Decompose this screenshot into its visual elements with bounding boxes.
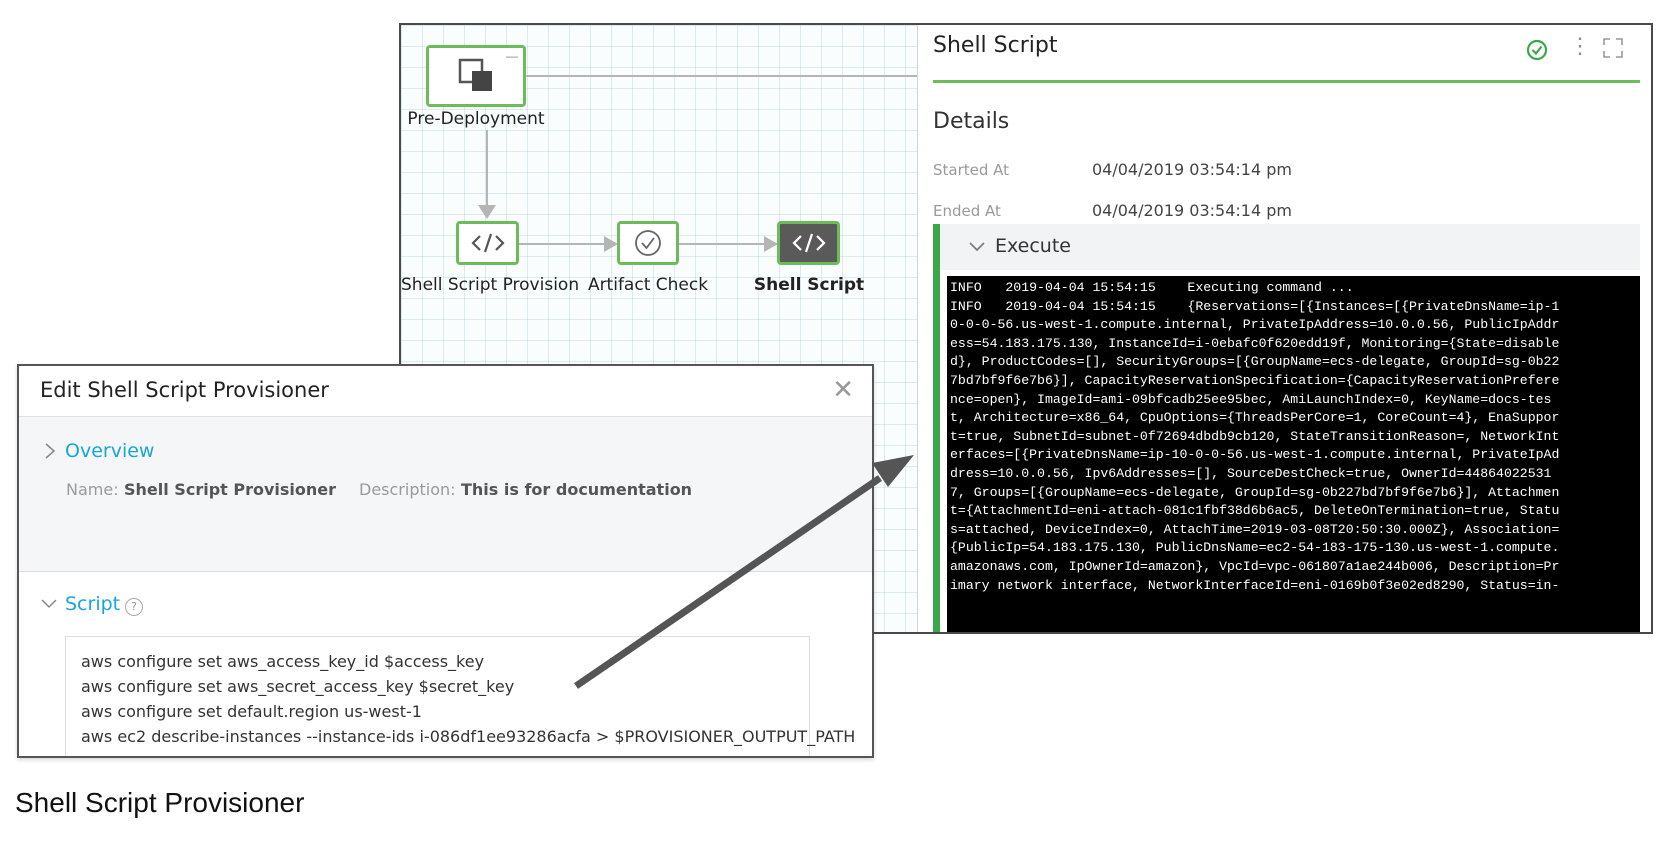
- script-section-link[interactable]: Script: [65, 593, 121, 615]
- dialog-title: Edit Shell Script Provisioner: [40, 378, 329, 402]
- details-heading: Details: [933, 109, 1010, 134]
- ended-value: 04/04/2019 03:54:14 pm: [1092, 201, 1292, 220]
- close-icon[interactable]: ✕: [832, 374, 854, 404]
- log-line: d}, ProductCodes=[], SecurityGroups=[{Gr…: [950, 354, 1560, 370]
- dialog-header: Edit Shell Script Provisioner ✕: [19, 366, 872, 417]
- pipeline-node-artifact-check[interactable]: [617, 221, 679, 265]
- started-value: 04/04/2019 03:54:14 pm: [1092, 160, 1292, 179]
- log-line: amazonaws.com, IpOwnerId=amazon}, VpcId=…: [950, 558, 1560, 574]
- chevron-down-icon[interactable]: [40, 597, 58, 611]
- pipeline-node-pre-deployment[interactable]: —: [426, 45, 526, 107]
- execution-log: INFO 2019-04-04 15:54:15 Executing comma…: [947, 276, 1640, 632]
- panel-header-bar: [933, 80, 1640, 83]
- log-line: INFO 2019-04-04 15:54:15 {Reservations=[…: [950, 298, 1560, 314]
- log-line: imary network interface, NetworkInterfac…: [950, 577, 1560, 593]
- dialog-body: Overview Name: Shell Script Provisioner …: [19, 417, 872, 756]
- log-line: t=true, SubnetId=subnet-0f72694dbdb9cb12…: [950, 428, 1560, 444]
- node-label: Shell Script: [753, 275, 865, 295]
- connector-line: [486, 130, 488, 207]
- log-line: nce=open}, ImageId=ami-09bfcadb25ee95bec…: [950, 391, 1552, 407]
- figure-caption: Shell Script Provisioner: [15, 787, 305, 818]
- started-label: Started At: [933, 161, 1010, 179]
- node-label: Shell Script Provision: [401, 275, 580, 295]
- more-options-icon[interactable]: ⋮: [1569, 33, 1591, 58]
- node-label: Pre-Deployment: [407, 109, 545, 129]
- arrowhead-icon: [764, 236, 778, 252]
- code-icon: [470, 233, 505, 253]
- pipeline-node-shell-script[interactable]: [777, 221, 840, 265]
- execute-status-bar: [933, 224, 940, 632]
- success-check-icon: [1526, 39, 1548, 61]
- edit-provisioner-dialog: Edit Shell Script Provisioner ✕ Overview…: [17, 364, 874, 758]
- collapse-icon[interactable]: —: [506, 49, 518, 63]
- execute-title: Execute: [995, 235, 1071, 257]
- stage-icon: [458, 58, 492, 91]
- arrowhead-icon: [478, 205, 496, 219]
- script-line: aws configure set aws_access_key_id $acc…: [81, 652, 485, 671]
- connector-line: [518, 243, 616, 245]
- panel-title: Shell Script: [933, 33, 1058, 58]
- script-editor[interactable]: aws configure set aws_access_key_id $acc…: [65, 636, 856, 756]
- code-icon: [791, 233, 826, 253]
- log-line: INFO 2019-04-04 15:54:15 Executing comma…: [950, 280, 1354, 295]
- check-circle-icon: [635, 230, 661, 256]
- name-label: Name:: [66, 480, 119, 499]
- name-value: Shell Script Provisioner: [124, 480, 337, 499]
- ended-label: Ended At: [933, 202, 1001, 220]
- section-divider: [19, 571, 872, 572]
- log-line: ess=54.183.175.130, InstanceId=i-0ebafc0…: [950, 335, 1560, 351]
- log-line: erfaces=[{PrivateDnsName=ip-10-0-0-56.us…: [950, 447, 1560, 463]
- expand-icon[interactable]: [1602, 37, 1624, 59]
- connector-line: [526, 75, 917, 77]
- log-line: 0-0-0-56.us-west-1.compute.internal, Pri…: [950, 317, 1560, 333]
- log-line: 7bd7bf9f6e7b6}], CapacityReservationSpec…: [950, 372, 1560, 388]
- connector-line: [678, 243, 777, 245]
- node-label: Artifact Check: [587, 275, 709, 295]
- execute-header[interactable]: Execute: [940, 224, 1640, 270]
- log-line: t={AttachmentId=eni-attach-081c1fbf38d6b…: [950, 503, 1560, 519]
- description-value: This is for documentation: [461, 480, 693, 499]
- overview-section-link[interactable]: Overview: [65, 440, 155, 462]
- chevron-down-icon[interactable]: [968, 238, 986, 256]
- log-line: s=attached, DeviceIndex=0, AttachTime=20…: [950, 521, 1560, 537]
- description-label: Description:: [359, 480, 456, 499]
- log-line: t, Architecture=x86_64, CpuOptions={Thre…: [950, 410, 1560, 426]
- log-line: 7, Groups=[{GroupName=ecs-delegate, Grou…: [950, 484, 1560, 500]
- script-line: aws ec2 describe-instances --instance-id…: [81, 727, 856, 746]
- arrowhead-icon: [604, 236, 618, 252]
- pipeline-node-shell-script-provision[interactable]: [456, 221, 519, 265]
- script-line: aws configure set aws_secret_access_key …: [81, 677, 515, 696]
- script-line: aws configure set default.region us-west…: [81, 702, 422, 721]
- log-line: {PublicIp=54.183.175.130, PublicDnsName=…: [950, 540, 1560, 556]
- execute-section: Execute INFO 2019-04-04 15:54:15 Executi…: [933, 224, 1640, 632]
- log-line: dress=10.0.0.56, Ipv6Addresses=[], Sourc…: [950, 465, 1552, 481]
- help-icon[interactable]: ?: [125, 598, 143, 616]
- chevron-right-icon[interactable]: [43, 442, 57, 460]
